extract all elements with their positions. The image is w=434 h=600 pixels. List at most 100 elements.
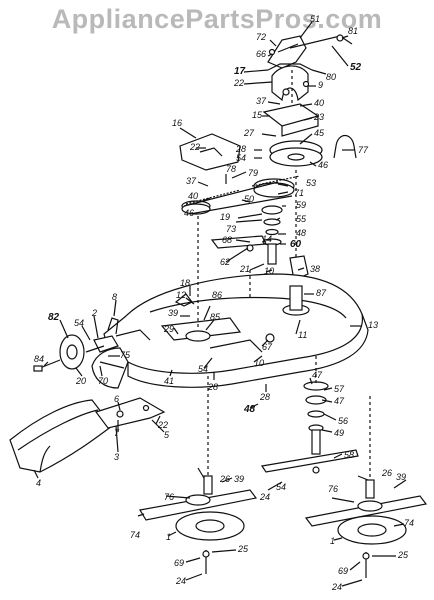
callout-5: 5	[164, 430, 170, 440]
callout-4: 4	[36, 478, 41, 488]
callout-38: 38	[310, 264, 320, 274]
callout-82: 82	[48, 312, 60, 323]
mower-deck	[91, 273, 369, 389]
right-spindle-stack	[260, 381, 359, 474]
callout-39: 39	[396, 472, 406, 482]
callout-1: 1	[330, 536, 335, 546]
callout-69: 69	[338, 566, 348, 576]
callout-21: 21	[239, 264, 250, 274]
callout-7: 7	[114, 428, 120, 438]
callout-78: 78	[226, 164, 236, 174]
callout-55: 55	[296, 214, 307, 224]
left-blade-assembly	[139, 475, 258, 574]
callout-16: 16	[172, 118, 182, 128]
watermark-text: AppliancePartsPros.com	[51, 4, 383, 34]
callout-47: 47	[312, 370, 323, 380]
callout-25: 25	[237, 544, 249, 554]
callout-17: 17	[234, 66, 246, 77]
callout-22: 22	[157, 420, 168, 430]
callout-12: 12	[176, 290, 186, 300]
callout-24: 24	[259, 492, 270, 502]
callout-79: 79	[248, 168, 258, 178]
callout-85: 85	[210, 312, 221, 322]
callout-26: 26	[381, 468, 392, 478]
callout-11: 11	[298, 330, 307, 340]
callout-28: 28	[207, 382, 218, 392]
callout-81: 81	[348, 26, 358, 36]
callout-52: 52	[350, 62, 362, 73]
callout-54: 54	[236, 153, 246, 163]
callout-60: 60	[290, 239, 302, 250]
callout-75: 75	[120, 350, 131, 360]
callout-20: 20	[75, 376, 86, 386]
callout-10: 10	[264, 266, 274, 276]
callout-54: 54	[198, 364, 208, 374]
callout-58: 58	[344, 450, 354, 460]
callout-77: 77	[358, 145, 369, 155]
callout-56: 56	[338, 416, 348, 426]
callout-84: 84	[34, 354, 44, 364]
callout-25: 25	[397, 550, 409, 560]
callout-24: 24	[331, 582, 342, 592]
callout-41: 41	[164, 376, 174, 386]
callout-26: 26	[219, 474, 230, 484]
pulley-belt-system	[181, 134, 357, 215]
callout-49: 49	[334, 428, 344, 438]
callout-86: 86	[212, 290, 222, 300]
callout-15: 15	[252, 110, 263, 120]
belt-guard	[179, 133, 241, 171]
callout-50: 50	[244, 194, 254, 204]
callout-10: 10	[254, 358, 264, 368]
callout-14: 14	[262, 234, 272, 244]
callout-40: 40	[314, 98, 324, 108]
callout-48: 48	[296, 228, 306, 238]
callout-46: 46	[184, 208, 194, 218]
callout-40: 40	[188, 191, 198, 201]
callout-51: 51	[310, 14, 320, 24]
callout-13: 13	[368, 320, 378, 330]
callout-28: 28	[259, 392, 270, 402]
callout-2: 2	[91, 308, 97, 318]
callout-71: 71	[294, 188, 304, 198]
callout-27: 27	[243, 128, 255, 138]
callout-9: 9	[318, 80, 323, 90]
callout-28: 28	[235, 144, 246, 154]
callout-54: 54	[74, 318, 84, 328]
callout-23: 23	[313, 112, 324, 122]
callout-54: 54	[276, 482, 286, 492]
callout-66: 66	[256, 49, 266, 59]
callout-53: 53	[306, 178, 316, 188]
callout-48: 48	[243, 404, 256, 415]
callout-29: 29	[163, 324, 174, 334]
callout-22: 22	[233, 78, 244, 88]
center-spindle-stack	[210, 205, 309, 281]
callout-39: 39	[234, 474, 244, 484]
part-callouts: 72 51 81 66 17 22 52 9 80 37 40 15 23 16…	[34, 14, 414, 592]
callout-22: 22	[189, 142, 200, 152]
callout-62: 62	[220, 257, 230, 267]
callout-80: 80	[326, 72, 336, 82]
leader-lines	[33, 21, 407, 587]
callout-69: 69	[174, 558, 184, 568]
callout-37: 37	[186, 176, 197, 186]
callout-76: 76	[328, 484, 338, 494]
assembly-guide-lines	[197, 70, 371, 480]
callout-47: 47	[334, 396, 345, 406]
callout-74: 74	[404, 518, 414, 528]
callout-59: 59	[296, 200, 306, 210]
callout-46: 46	[318, 160, 328, 170]
callout-24: 24	[175, 576, 186, 586]
callout-68: 68	[222, 235, 232, 245]
callout-74: 74	[130, 530, 140, 540]
callout-1: 1	[166, 532, 171, 542]
callout-19: 19	[220, 212, 230, 222]
callout-67: 67	[262, 342, 273, 352]
callout-57: 57	[334, 384, 345, 394]
callout-39: 39	[168, 308, 178, 318]
gauge-wheel-assembly	[33, 317, 151, 372]
callout-72: 72	[256, 32, 266, 42]
callout-73: 73	[226, 224, 236, 234]
callout-87: 87	[316, 288, 327, 298]
callout-18: 18	[180, 278, 190, 288]
